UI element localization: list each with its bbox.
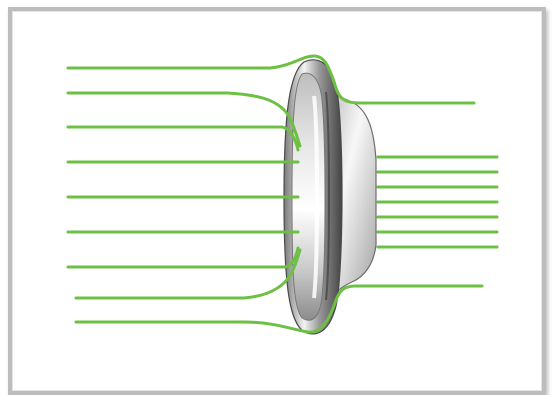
incoming-line-1: [68, 56, 474, 103]
incoming-line-7: [68, 248, 298, 267]
incoming-line-3: [68, 127, 298, 150]
incoming-line-9: [76, 286, 482, 332]
incoming-line-2: [68, 93, 300, 146]
incoming-line-8: [76, 250, 300, 298]
outgoing-flow-lines: [378, 157, 497, 247]
incoming-flow-lines: [68, 56, 482, 332]
